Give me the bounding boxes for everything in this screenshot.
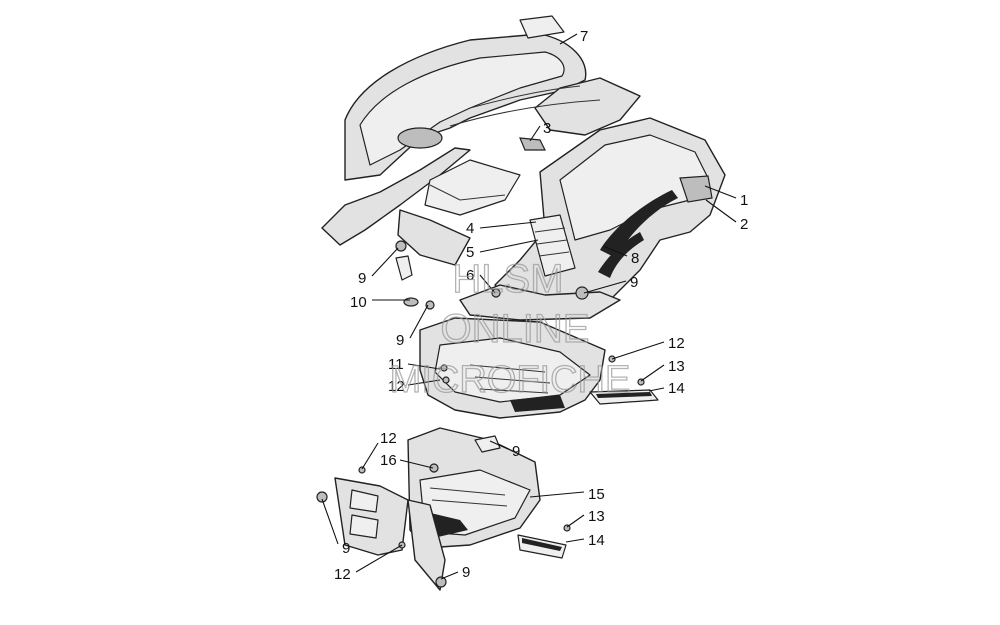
rear-body-panel [321,33,641,266]
leader-line-c13a [640,364,665,382]
leader-line-c6 [479,274,496,294]
decal-7 [519,15,565,39]
callout-label-c14a: 14 [668,380,685,397]
leader-line-c14b [565,538,585,543]
leader-line-c15 [529,491,585,498]
leader-line-c5 [479,239,539,253]
watermark-line-1: HLSM [452,257,563,301]
leader-line-c12b [407,379,441,386]
footrest-upper [589,378,659,405]
leader-line-c11 [407,363,441,370]
leader-line-c12c [361,442,379,470]
leader-line-c8 [602,245,628,257]
callout-label-c13b: 13 [588,508,605,525]
watermark-line-3: MICROFICHE [390,359,631,401]
callout-label-c9a: 9 [630,274,638,291]
leader-line-c9a [583,280,627,294]
callout-label-c1: 1 [740,192,748,209]
rear-fender-right [459,117,726,321]
footrest-lower [517,524,571,559]
callout-label-c5: 5 [466,244,474,261]
leader-line-c7a [559,33,578,45]
leader-line-c9f [440,571,459,580]
callout-label-c4: 4 [466,220,474,237]
leader-line-c1 [704,185,737,199]
leader-line-c4 [479,221,537,229]
callout-label-c9b: 9 [358,270,366,287]
leader-line-c14a [648,387,665,392]
callout-label-c2: 2 [740,216,748,233]
callout-label-c10: 10 [350,294,367,311]
leader-line-c3 [529,125,541,142]
callout-label-c12c: 12 [380,430,397,447]
leader-line-c13b [566,514,585,528]
callout-label-c12b: 12 [388,378,405,395]
callout-label-c13a: 13 [668,358,685,375]
callout-label-c9c: 9 [396,332,404,349]
callout-label-c7a: 7 [580,28,588,45]
watermark: HLSM ONLINE MICROFICHE [389,256,631,401]
leader-line-c9e [321,498,339,545]
leader-line-c9b [371,247,399,277]
callout-label-c9f: 9 [462,564,470,581]
leader-line-c9c [409,304,429,339]
callout-label-c3: 3 [543,120,551,137]
watermark-line-2: ONLINE [441,307,590,351]
leader-line-c12d [355,544,403,573]
leader-line-c9d [489,440,509,450]
callout-label-c9d: 9 [512,443,520,460]
callout-label-c9e: 9 [342,540,350,557]
callout-label-c6: 6 [466,267,474,284]
callout-label-c11: 11 [388,356,404,373]
callout-label-c8: 8 [631,250,639,267]
callout-label-c14b: 14 [588,532,605,549]
leader-line-c12a [611,341,665,360]
footwell-left [419,317,616,419]
callout-label-c12a: 12 [668,335,685,352]
leader-line-c2 [705,199,737,223]
callout-label-c15: 15 [588,486,605,503]
leader-line-c16 [399,459,434,469]
footwell-lower [316,427,541,591]
callout-label-c16: 16 [380,452,397,469]
callout-label-c12d: 12 [334,566,351,583]
